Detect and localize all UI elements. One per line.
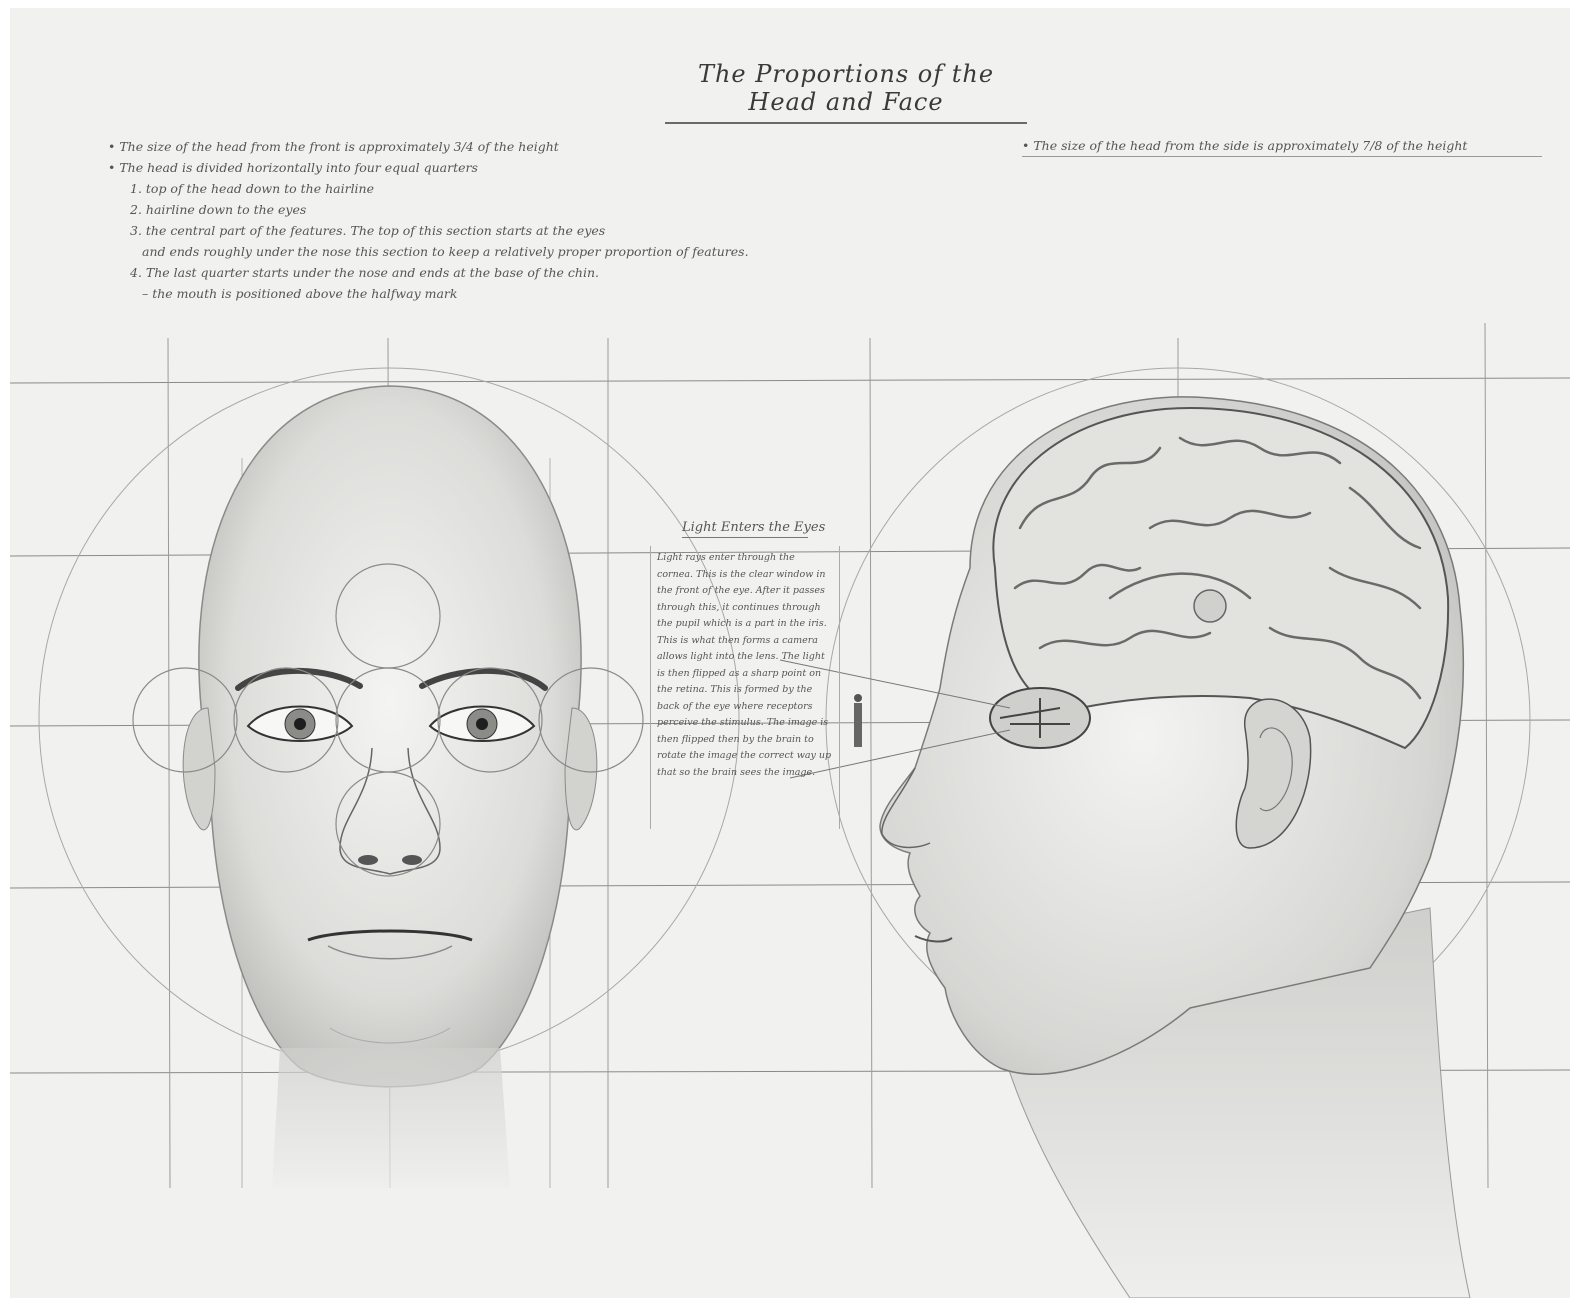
panel-heading: Light Enters the Eyes [682,520,808,538]
note-line: and ends roughly under the nose this sec… [108,241,768,262]
small-figure [854,694,862,747]
light-enters-eyes-panel: Light Enters the Eyes Light rays enter t… [650,520,840,829]
note-line: • The head is divided horizontally into … [108,157,768,178]
note-right: • The size of the head from the side is … [1022,138,1542,157]
note-line: • The size of the head from the front is… [108,136,768,157]
note-line: 3. the central part of the features. The… [108,220,768,241]
note-line: 2. hairline down to the eyes [108,199,768,220]
notes-left: • The size of the head from the front is… [108,136,768,304]
panel-text: Light rays enter through the cornea. Thi… [650,546,840,829]
drawing-sheet: The Proportions of the Head and Face • T… [10,8,1570,1298]
front-head [183,386,597,1188]
note-line: 4. The last quarter starts under the nos… [108,262,768,283]
note-line: – the mouth is positioned above the half… [108,283,768,304]
note-line: 1. top of the head down to the hairline [108,178,768,199]
page-title: The Proportions of the Head and Face [665,60,1027,124]
side-head [880,397,1470,1298]
